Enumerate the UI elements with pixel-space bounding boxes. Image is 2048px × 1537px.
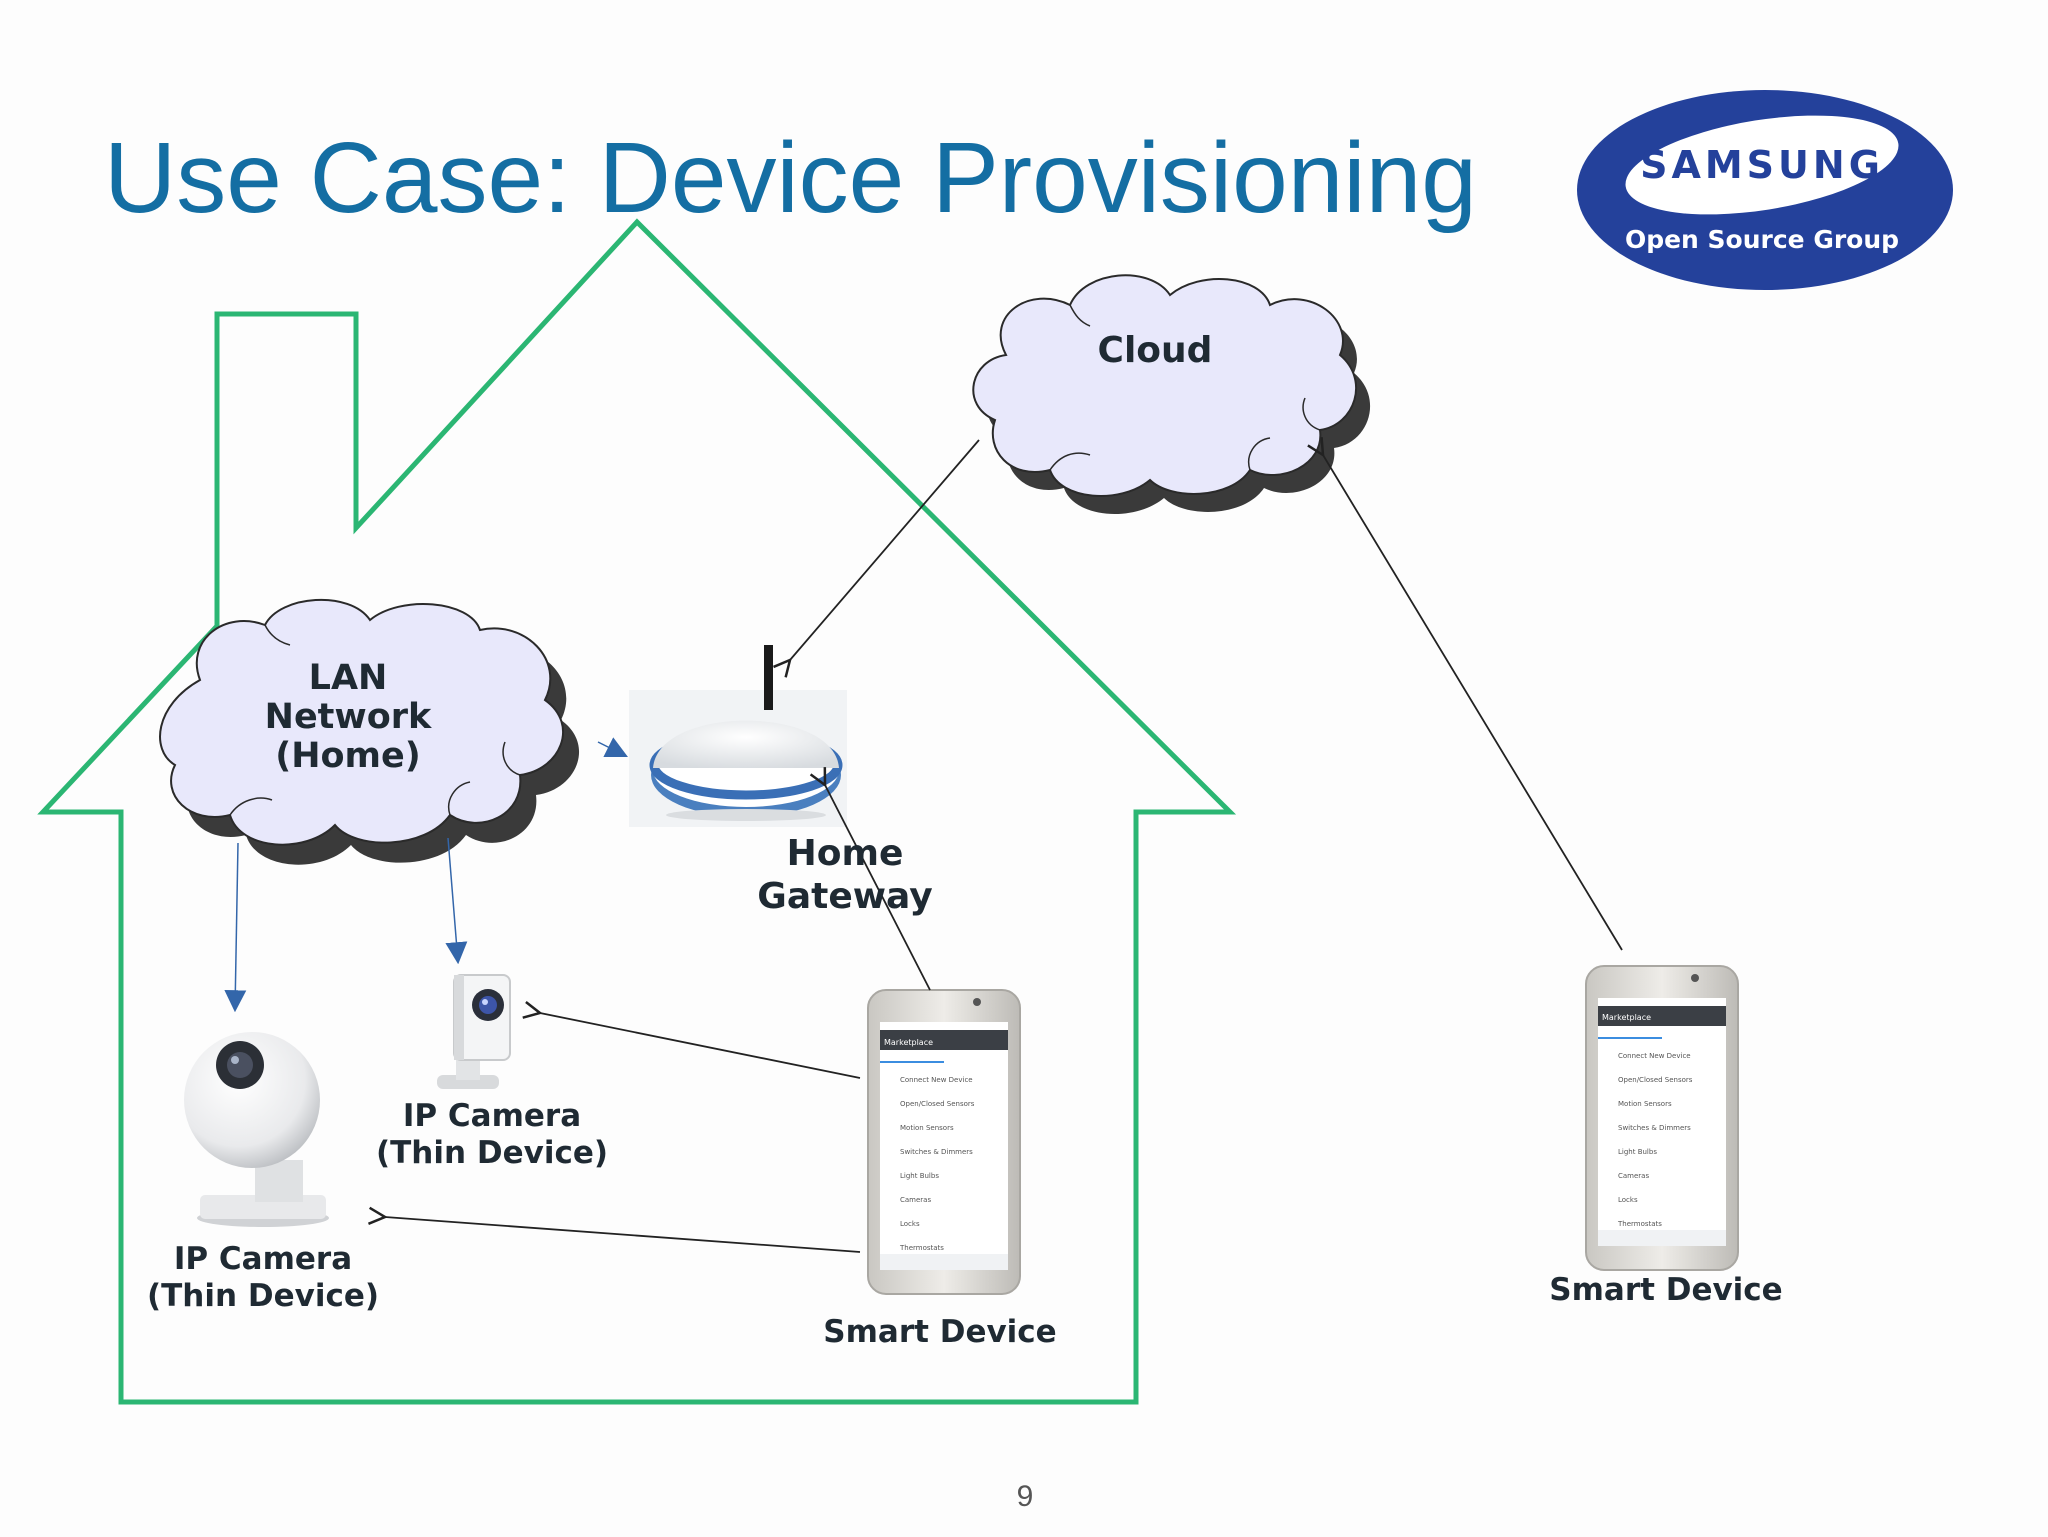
- svg-text:Locks: Locks: [1618, 1196, 1638, 1204]
- svg-text:Connect New Device: Connect New Device: [1618, 1052, 1691, 1060]
- phone-screen-header: Marketplace: [884, 1038, 933, 1047]
- connector-phone-to-small-camera: [540, 1013, 861, 1079]
- phone-screen-header: Marketplace: [1602, 1013, 1651, 1022]
- smart-device-home-label: Smart Device: [823, 1314, 1057, 1350]
- svg-text:Switches & Dimmers: Switches & Dimmers: [1618, 1124, 1691, 1132]
- home-gateway-image: [629, 645, 847, 827]
- svg-text:Cameras: Cameras: [1618, 1172, 1649, 1180]
- svg-text:Motion Sensors: Motion Sensors: [900, 1124, 954, 1132]
- connector-cloud-to-gateway: [790, 439, 980, 660]
- svg-text:Light Bulbs: Light Bulbs: [1618, 1148, 1657, 1156]
- svg-text:Open/Closed Sensors: Open/Closed Sensors: [1618, 1076, 1693, 1084]
- svg-text:Open/Closed Sensors: Open/Closed Sensors: [900, 1100, 975, 1108]
- ip-camera-large-label: IP Camera (Thin Device): [146, 1241, 380, 1315]
- connector-home-phone-to-gateway: [825, 785, 931, 991]
- samsung-logo: SAMSUNG Open Source Group: [1577, 90, 1953, 290]
- svg-text:Locks: Locks: [900, 1220, 920, 1228]
- cloud-label: Cloud: [1097, 330, 1213, 371]
- phone-screen-list: Connect New Device Open/Closed Sensors M…: [899, 1076, 975, 1252]
- connector-lan-to-gateway: [597, 737, 628, 757]
- samsung-logo-brand: SAMSUNG: [1640, 143, 1884, 187]
- cloud-shape: [972, 274, 1371, 515]
- svg-text:Light Bulbs: Light Bulbs: [900, 1172, 939, 1180]
- smart-device-home-image: Marketplace Connect New Device Open/Clos…: [867, 989, 1021, 1295]
- smart-device-remote-image: Marketplace Connect New Device Open/Clos…: [1585, 965, 1739, 1271]
- ip-camera-small-label: IP Camera (Thin Device): [375, 1098, 609, 1172]
- phone-screen-list: Connect New Device Open/Closed Sensors M…: [1617, 1052, 1693, 1228]
- home-gateway-label: Home Gateway: [757, 833, 933, 918]
- lan-network-label: LAN Network (Home): [264, 658, 432, 777]
- svg-text:Cameras: Cameras: [900, 1196, 931, 1204]
- svg-text:Thermostats: Thermostats: [899, 1244, 944, 1252]
- connector-remote-phone-to-cloud: [1323, 455, 1623, 951]
- smart-device-remote-label: Smart Device: [1549, 1272, 1783, 1308]
- connector-lan-to-large-camera: [224, 842, 247, 1013]
- page-number: 9: [1016, 1480, 1034, 1513]
- svg-text:Thermostats: Thermostats: [1617, 1220, 1662, 1228]
- ip-camera-small-image: [437, 974, 511, 1089]
- samsung-logo-subtitle: Open Source Group: [1625, 225, 1899, 254]
- lan-cloud-shape: [159, 599, 580, 865]
- house-outline: [37, 218, 1237, 1405]
- page-title: Use Case: Device Provisioning: [104, 122, 1477, 234]
- ip-camera-large-image: [184, 1032, 329, 1227]
- svg-text:Motion Sensors: Motion Sensors: [1618, 1100, 1672, 1108]
- connector-lan-to-small-camera: [445, 837, 468, 965]
- svg-text:Switches & Dimmers: Switches & Dimmers: [900, 1148, 973, 1156]
- connector-phone-to-large-camera: [385, 1217, 861, 1253]
- svg-text:Connect New Device: Connect New Device: [900, 1076, 973, 1084]
